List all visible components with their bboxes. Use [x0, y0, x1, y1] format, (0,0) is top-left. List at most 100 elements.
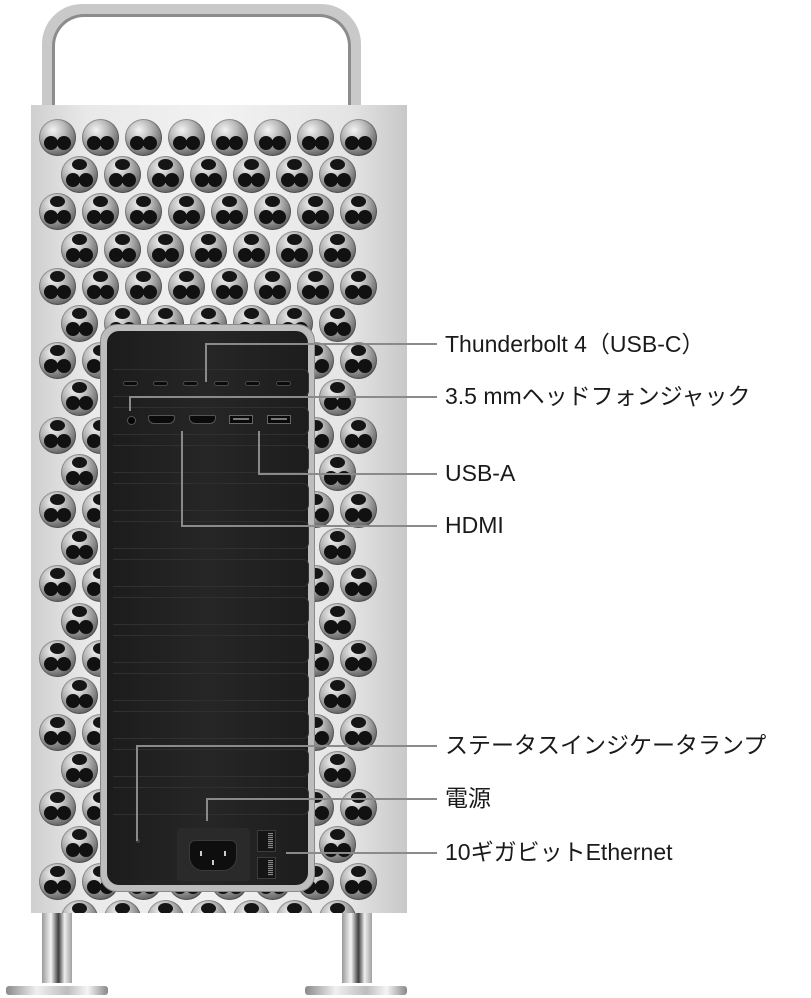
callout-line-usba-v: [258, 431, 260, 475]
callout-line-hdmi-v: [181, 431, 183, 527]
ethernet-port-icon: [257, 857, 276, 879]
lattice-hole: [318, 751, 356, 789]
callout-line-usba-h: [258, 473, 437, 475]
thunderbolt-port-icon: [245, 381, 260, 386]
lattice-hole: [60, 305, 98, 342]
lattice-hole: [146, 900, 184, 913]
label-status-light: ステータスインジケータランプ: [445, 732, 767, 758]
lattice-hole: [232, 900, 270, 913]
lattice-hole: [39, 193, 76, 231]
lattice-hole: [340, 565, 377, 603]
lattice-hole: [211, 119, 248, 156]
expansion-slot: [113, 711, 309, 739]
lattice-hole: [125, 119, 162, 156]
lattice-hole: [318, 528, 356, 566]
lattice-hole: [232, 230, 270, 268]
lattice-hole: [318, 230, 356, 268]
callout-line-ethernet-h: [286, 852, 437, 854]
lattice-hole: [189, 230, 227, 268]
chassis: [31, 105, 407, 913]
lattice-hole: [340, 342, 377, 380]
callout-line-status-h: [136, 745, 437, 747]
lattice-hole: [275, 900, 313, 913]
status-light-icon: [136, 839, 140, 843]
lattice-hole: [340, 639, 377, 677]
expansion-slot: [113, 445, 309, 473]
lattice-hole: [318, 305, 356, 342]
expansion-slot: [113, 597, 309, 625]
callout-line-headphone-h: [129, 396, 437, 398]
expansion-slot: [113, 483, 309, 511]
thunderbolt-port-icon: [214, 381, 229, 386]
expansion-slot: [113, 787, 309, 815]
callout-line-headphone-v: [129, 397, 131, 411]
left-leg: [42, 913, 72, 983]
thunderbolt-port-icon: [123, 381, 138, 386]
expansion-slot: [113, 635, 309, 663]
callout-line-thunderbolt-h: [205, 343, 437, 345]
power-socket-icon: [189, 840, 237, 871]
lattice-hole: [254, 267, 291, 305]
callout-line-power-h: [206, 798, 437, 800]
expansion-slot: [113, 749, 309, 777]
callout-line-status-v: [136, 745, 138, 841]
lattice-hole: [189, 156, 227, 194]
label-hdmi: HDMI: [445, 512, 504, 538]
usb-a-port-icon: [267, 415, 291, 424]
lattice-hole: [60, 230, 98, 268]
lattice-hole: [168, 119, 205, 156]
lattice-hole: [275, 156, 313, 194]
lattice-hole: [340, 267, 377, 305]
callout-line-power-v: [206, 798, 208, 821]
lattice-hole: [318, 156, 356, 194]
usb-a-port-icon: [229, 415, 253, 424]
lattice-hole: [340, 491, 377, 528]
lattice-hole: [318, 602, 356, 640]
right-foot: [305, 986, 407, 995]
lattice-hole: [60, 602, 98, 640]
lattice-hole: [211, 267, 248, 305]
lattice-hole: [318, 677, 356, 714]
lattice-hole: [340, 193, 377, 231]
thunderbolt-port-icon: [183, 381, 198, 386]
headphone-jack-icon: [127, 416, 136, 425]
lattice-hole: [39, 119, 76, 156]
lattice-hole: [125, 267, 162, 305]
carry-handle: [42, 4, 361, 114]
lattice-hole: [318, 900, 356, 913]
lattice-hole: [39, 639, 76, 677]
lattice-hole: [60, 528, 98, 566]
hdmi-port-icon: [148, 415, 175, 424]
lattice-hole: [82, 119, 119, 156]
lattice-hole: [254, 119, 291, 156]
expansion-slot: [113, 559, 309, 587]
lattice-hole: [39, 788, 76, 826]
lattice-hole: [340, 788, 377, 826]
lattice-hole: [39, 565, 76, 603]
lattice-hole: [168, 193, 205, 231]
expansion-slot: [113, 521, 309, 549]
lattice-hole: [340, 863, 377, 900]
lattice-hole: [146, 156, 184, 194]
lattice-hole: [318, 825, 356, 863]
lattice-hole: [60, 156, 98, 194]
lattice-hole: [297, 193, 334, 231]
lattice-hole: [275, 230, 313, 268]
lattice-hole: [103, 900, 141, 913]
rear-panel: [107, 331, 309, 885]
lattice-hole: [39, 714, 76, 752]
label-headphone-jack: 3.5 mmヘッドフォンジャック: [445, 383, 751, 409]
lattice-hole: [189, 900, 227, 913]
lattice-hole: [254, 193, 291, 231]
label-thunderbolt: Thunderbolt 4（USB-C）: [445, 331, 705, 357]
lattice-hole: [211, 193, 248, 231]
thunderbolt-port-icon: [276, 381, 291, 386]
lattice-hole: [60, 379, 98, 417]
lattice-hole: [39, 491, 76, 528]
lattice-hole: [39, 267, 76, 305]
right-leg: [342, 913, 372, 983]
lattice-hole: [125, 193, 162, 231]
lattice-hole: [103, 230, 141, 268]
lattice-hole: [103, 156, 141, 194]
lattice-hole: [82, 267, 119, 305]
